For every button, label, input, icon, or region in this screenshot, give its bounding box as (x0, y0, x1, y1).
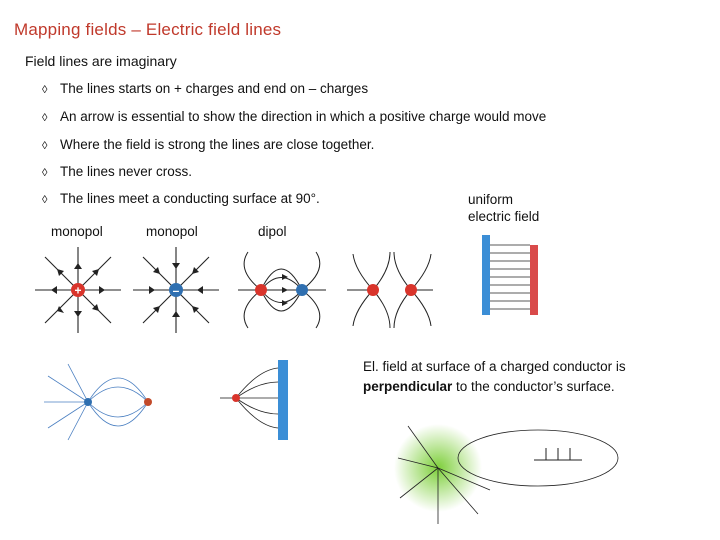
uniform-label: uniform (468, 192, 514, 207)
bullet-item: ◊The lines starts on + charges and end o… (42, 81, 369, 96)
bullet-item: ◊The lines meet a conducting surface at … (42, 191, 320, 206)
diamond-icon: ◊ (42, 112, 48, 124)
uniform-field-diagram (482, 235, 538, 315)
bullet-item: ◊An arrow is essential to show the direc… (42, 109, 547, 124)
diamond-icon: ◊ (42, 194, 48, 206)
negative-charge-label: – (173, 284, 180, 298)
positive-charge-label: + (74, 284, 81, 298)
uniform-label: electric field (468, 209, 540, 224)
negative-monopole-diagram: – (133, 247, 219, 333)
conductor-note: El. field at surface of a charged conduc… (363, 359, 626, 394)
dipole-diagram (238, 251, 326, 329)
point-charge-field-diagram (44, 363, 152, 441)
bullet-item: ◊The lines never cross. (42, 164, 193, 179)
positive-monopole-diagram: + (35, 247, 121, 333)
page-title: Mapping fields – Electric field lines (14, 20, 282, 39)
diamond-icon: ◊ (42, 84, 48, 96)
dipol-label: dipol (258, 224, 287, 239)
diamond-icon: ◊ (42, 167, 48, 179)
plate-field-diagram (220, 360, 288, 440)
bullet-item: ◊Where the field is strong the lines are… (42, 137, 375, 152)
monopol-label: monopol (146, 224, 198, 239)
diamond-icon: ◊ (42, 140, 48, 152)
monopol-label: monopol (51, 224, 103, 239)
subtitle: Field lines are imaginary (25, 53, 177, 69)
charged-conductor-diagram (394, 424, 619, 524)
like-charges-diagram (347, 251, 433, 329)
